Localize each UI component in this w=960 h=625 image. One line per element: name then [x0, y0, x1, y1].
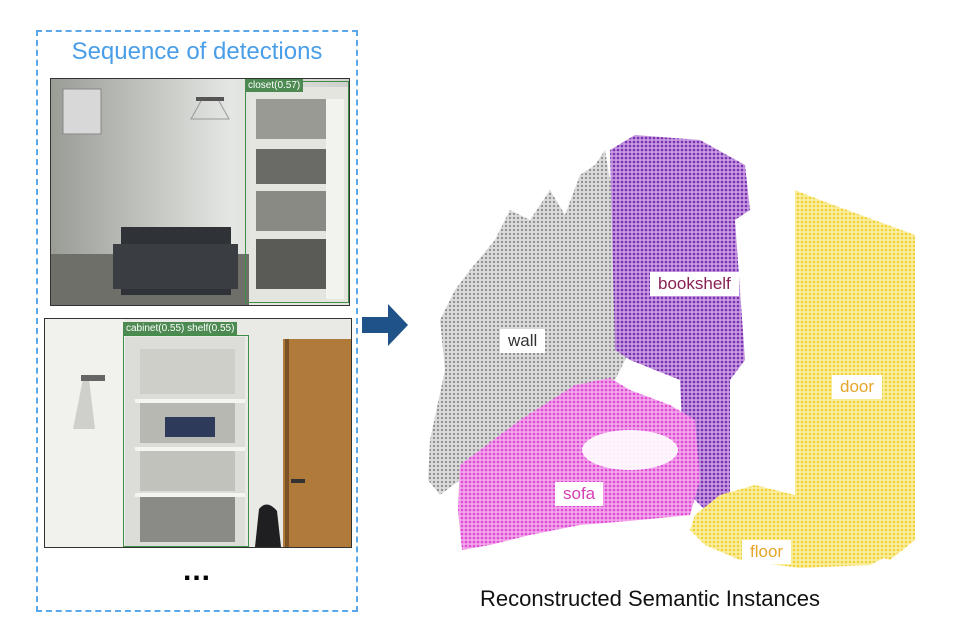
door-label: door: [832, 375, 883, 399]
sofa-points: [458, 378, 700, 550]
panel-title: Sequence of detections: [71, 38, 323, 65]
wall-label: wall: [500, 329, 546, 353]
scene-caption: Reconstructed Semantic Instances: [480, 586, 820, 611]
closet-bbox: [245, 81, 349, 303]
sofa-seat-gap: [582, 430, 678, 470]
cabinet-shelf-bbox: [123, 335, 249, 547]
cabinet-shelf-label: cabinet(0.55) shelf(0.55): [123, 322, 238, 335]
ellipsis: ...: [182, 554, 211, 587]
detection-frame-1: closet(0.57): [50, 78, 350, 306]
closet-label: closet(0.57): [245, 79, 304, 92]
floor-label: floor: [742, 540, 792, 564]
frame-1-image: [51, 79, 349, 305]
detection-frame-2: cabinet(0.55) shelf(0.55): [44, 318, 352, 548]
point-cloud-scene: [428, 135, 915, 568]
arrow-icon: [362, 304, 408, 346]
frame-2-image: [45, 319, 351, 547]
bookshelf-points: [610, 135, 750, 510]
detections-panel: Sequence of detections ...: [36, 30, 358, 612]
bookshelf-label: bookshelf: [650, 272, 739, 296]
sofa-label: sofa: [555, 482, 604, 506]
